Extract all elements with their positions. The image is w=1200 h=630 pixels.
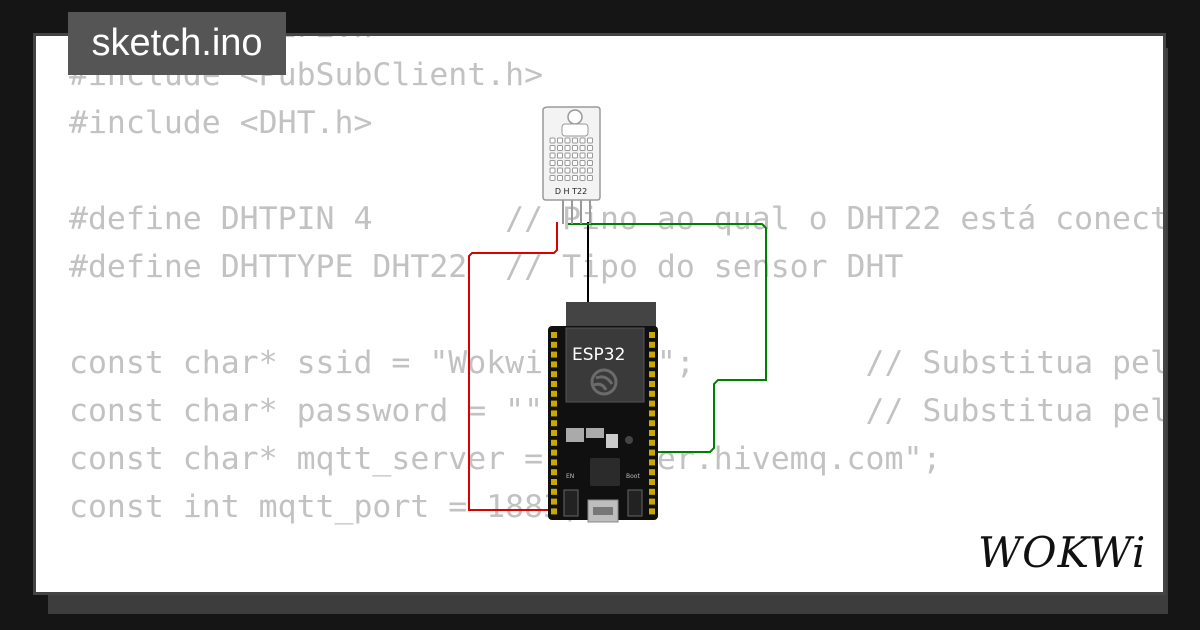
code-line: const char* password = ""; // Substitua … — [69, 393, 1163, 429]
header-pin[interactable] — [551, 488, 557, 495]
header-pin[interactable] — [649, 341, 655, 348]
header-pin[interactable] — [649, 351, 655, 358]
header-pin[interactable] — [551, 341, 557, 348]
boot-label: Boot — [626, 473, 640, 480]
header-pin[interactable] — [551, 410, 557, 417]
header-pin[interactable] — [649, 449, 655, 456]
code-line: const char* mqtt_server = "broker.hivemq… — [69, 441, 942, 477]
header-pin[interactable] — [551, 459, 557, 466]
code-line: #define DHTTYPE DHT22 // Tipo do sensor … — [69, 249, 904, 285]
vcc-wire[interactable] — [468, 222, 558, 511]
board-label: ESP32 — [572, 345, 625, 365]
header-pin[interactable] — [649, 410, 655, 417]
header-pin[interactable] — [649, 430, 655, 436]
header-pin[interactable] — [649, 469, 655, 476]
header-pin[interactable] — [649, 371, 655, 378]
header-pin[interactable] — [551, 439, 557, 446]
header-pin[interactable] — [649, 508, 655, 515]
header-pin[interactable] — [649, 498, 655, 505]
en-label: EN — [566, 473, 574, 480]
header-pin[interactable] — [551, 479, 557, 485]
header-pin[interactable] — [649, 381, 655, 387]
header-pin[interactable] — [649, 332, 655, 338]
code-line: #include <DHT.h> — [69, 105, 373, 141]
gnd-wire[interactable] — [568, 223, 767, 453]
header-pin[interactable] — [551, 351, 557, 358]
wokwi-logo: WOKWi — [978, 525, 1153, 581]
header-pin[interactable] — [551, 449, 557, 456]
header-pin[interactable] — [551, 430, 557, 436]
header-pin[interactable] — [649, 361, 655, 368]
header-pin[interactable] — [649, 488, 655, 495]
filename-tab[interactable]: sketch.ino — [68, 12, 286, 75]
header-pin[interactable] — [551, 361, 557, 368]
header-pin[interactable] — [649, 420, 655, 427]
esp32-board[interactable]: ESP32 EN Boot — [548, 302, 658, 523]
header-pin[interactable] — [551, 400, 557, 407]
code-line: #define DHTPIN 4 // Pino ao qual o DHT22… — [69, 201, 1166, 237]
header-pin[interactable] — [551, 381, 557, 387]
brand-text: WOKWi — [978, 528, 1147, 577]
dht22-sensor[interactable]: D H T22 — [542, 106, 601, 224]
header-pin[interactable] — [551, 420, 557, 427]
code-line: const int mqtt_port = 1883; — [69, 489, 582, 525]
espressif-logo — [590, 368, 618, 396]
header-pin[interactable] — [551, 390, 557, 397]
header-pin[interactable] — [551, 508, 557, 515]
header-pin[interactable] — [649, 459, 655, 466]
header-pin[interactable] — [649, 439, 655, 446]
code-preview: #include <WiFi.h>#include <PubSubClient.… — [69, 36, 1166, 592]
header-pin[interactable] — [649, 400, 655, 407]
header-pin[interactable] — [551, 498, 557, 505]
header-pin[interactable] — [649, 479, 655, 485]
sensor-label: D H T22 — [555, 187, 587, 196]
header-pin[interactable] — [551, 371, 557, 378]
header-pin[interactable] — [551, 332, 557, 338]
header-pin[interactable] — [649, 390, 655, 397]
header-pin[interactable] — [551, 469, 557, 476]
